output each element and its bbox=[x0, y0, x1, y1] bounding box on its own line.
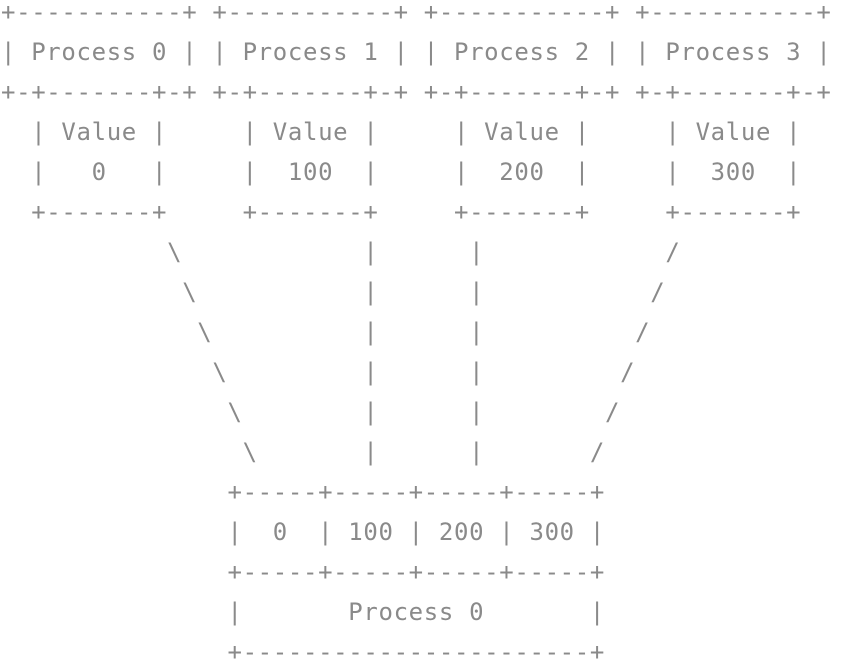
gather-connector-row-2: \ | | / bbox=[1, 278, 666, 306]
process-labels-row: | Process 0 | | Process 1 | | Process 2 … bbox=[1, 38, 832, 66]
gather-connector-row-4: \ | | / bbox=[1, 358, 636, 386]
process-boxes-bottom-border: +-+-------+-+ +-+-------+-+ +-+-------+-… bbox=[1, 78, 832, 106]
root-process-bottom-border: +-----------------------+ bbox=[1, 638, 605, 666]
gather-connector-row-6: \ | | / bbox=[1, 438, 605, 466]
gather-connector-row-5: \ | | / bbox=[1, 398, 621, 426]
top-process-boxes-border: +-----------+ +-----------+ +-----------… bbox=[1, 0, 832, 26]
value-labels-row: | Value | | Value | | Value | | Value | bbox=[1, 118, 802, 146]
value-boxes-bottom-border: +-------+ +-------+ +-------+ +-------+ bbox=[1, 198, 802, 226]
gather-connector-row-3: \ | | / bbox=[1, 318, 651, 346]
value-numbers-row: | 0 | | 100 | | 200 | | 300 | bbox=[1, 158, 802, 186]
gathered-array-values-row: | 0 | 100 | 200 | 300 | bbox=[1, 518, 605, 546]
gather-connector-row-1: \ | | / bbox=[1, 238, 681, 266]
root-process-label-row: | Process 0 | bbox=[1, 598, 605, 626]
ascii-gather-diagram: +-----------+ +-----------+ +-----------… bbox=[1, 0, 831, 672]
gathered-array-top-border: +-----+-----+-----+-----+ bbox=[1, 478, 605, 506]
gathered-array-divider: +-----+-----+-----+-----+ bbox=[1, 558, 605, 586]
